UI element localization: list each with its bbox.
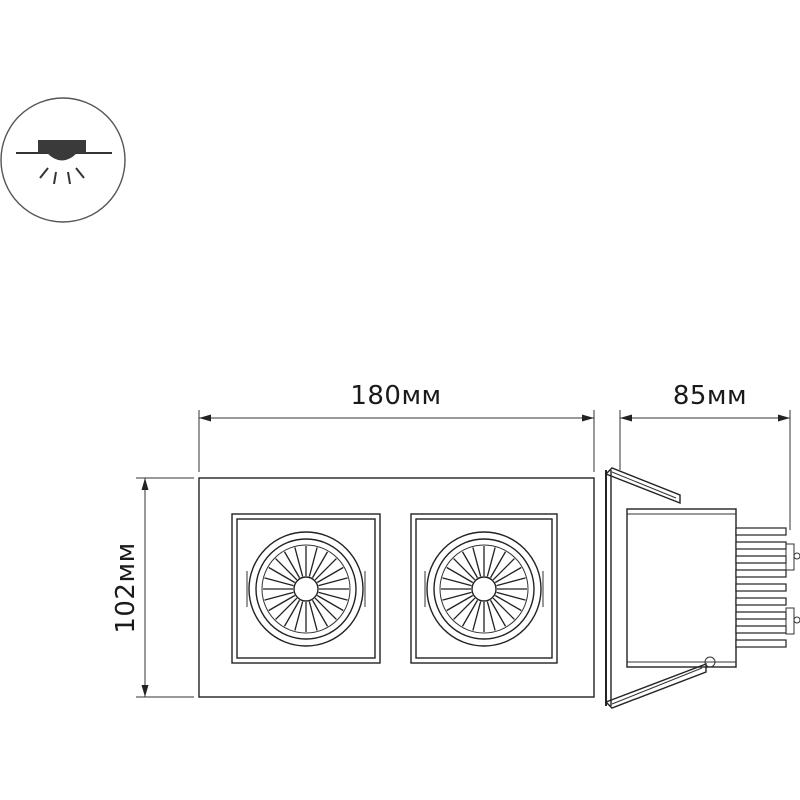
heatsink-fin (453, 597, 476, 620)
rear-fin (735, 583, 787, 592)
rear-fin (735, 527, 787, 536)
width-dimension: 180мм (198, 381, 595, 472)
rear-fin (735, 625, 787, 634)
heatsink-fin (492, 597, 515, 620)
heatsink-fin (318, 591, 348, 601)
rear-heatsink-fins (735, 527, 787, 648)
heatsink-fin (318, 577, 348, 587)
heatsink-fins-left (263, 546, 349, 632)
heatsink-fin (294, 601, 304, 631)
heatsink-fin (316, 566, 344, 584)
rear-fin (735, 555, 787, 564)
heatsink-fin (486, 601, 496, 631)
width-label: 180мм (350, 381, 441, 411)
heatsink-fin (453, 558, 476, 581)
heatsink-fin (472, 547, 482, 577)
heatsink-fin (442, 591, 472, 601)
rear-fin (735, 597, 787, 606)
heatsink-fin (314, 597, 337, 620)
heatsink-fin (461, 551, 479, 579)
side-view (604, 467, 800, 709)
heatsink-fin (268, 566, 296, 584)
heatsink-fin (494, 566, 522, 584)
heatsink-fin (461, 599, 479, 627)
heatsink-fin (496, 577, 526, 587)
heatsink-fin (492, 558, 515, 581)
heatsink-fin (311, 599, 329, 627)
heatsink-fin (308, 601, 318, 631)
rear-fin (735, 569, 787, 578)
heatsink-fin (494, 594, 522, 612)
heatsink-fin (314, 558, 337, 581)
rear-fin (735, 541, 787, 550)
heatsink-fin (316, 594, 344, 612)
right-lamp-module (410, 513, 558, 664)
heatsink-fin (486, 547, 496, 577)
rear-fin (735, 639, 787, 648)
height-dimension: 102мм (111, 477, 194, 698)
heatsink-fin (446, 594, 474, 612)
heatsink-fin (283, 599, 301, 627)
heatsink-fin (311, 551, 329, 579)
depth-dimension: 85мм (619, 381, 791, 530)
heatsink-fin (442, 577, 472, 587)
heatsink-fin (489, 551, 507, 579)
left-lamp-module (231, 513, 381, 664)
heatsink-fin (264, 577, 294, 587)
heatsink-fin (489, 599, 507, 627)
heatsink-fin (472, 601, 482, 631)
heatsink-fin (275, 597, 298, 620)
heatsink-fin (264, 591, 294, 601)
front-view (198, 477, 595, 698)
heatsink-fin (446, 566, 474, 584)
heatsink-fin (268, 594, 296, 612)
heatsink-fin (308, 547, 318, 577)
connector-pins (785, 543, 800, 635)
rear-fin (735, 611, 787, 620)
heatsink-fin (496, 591, 526, 601)
depth-label: 85мм (673, 381, 747, 411)
heatsink-fin (283, 551, 301, 579)
height-label: 102мм (111, 542, 141, 633)
recessed-light-icon (0, 97, 126, 223)
heatsink-fin (275, 558, 298, 581)
heatsink-fin (294, 547, 304, 577)
heatsink-fins-right (441, 546, 527, 632)
